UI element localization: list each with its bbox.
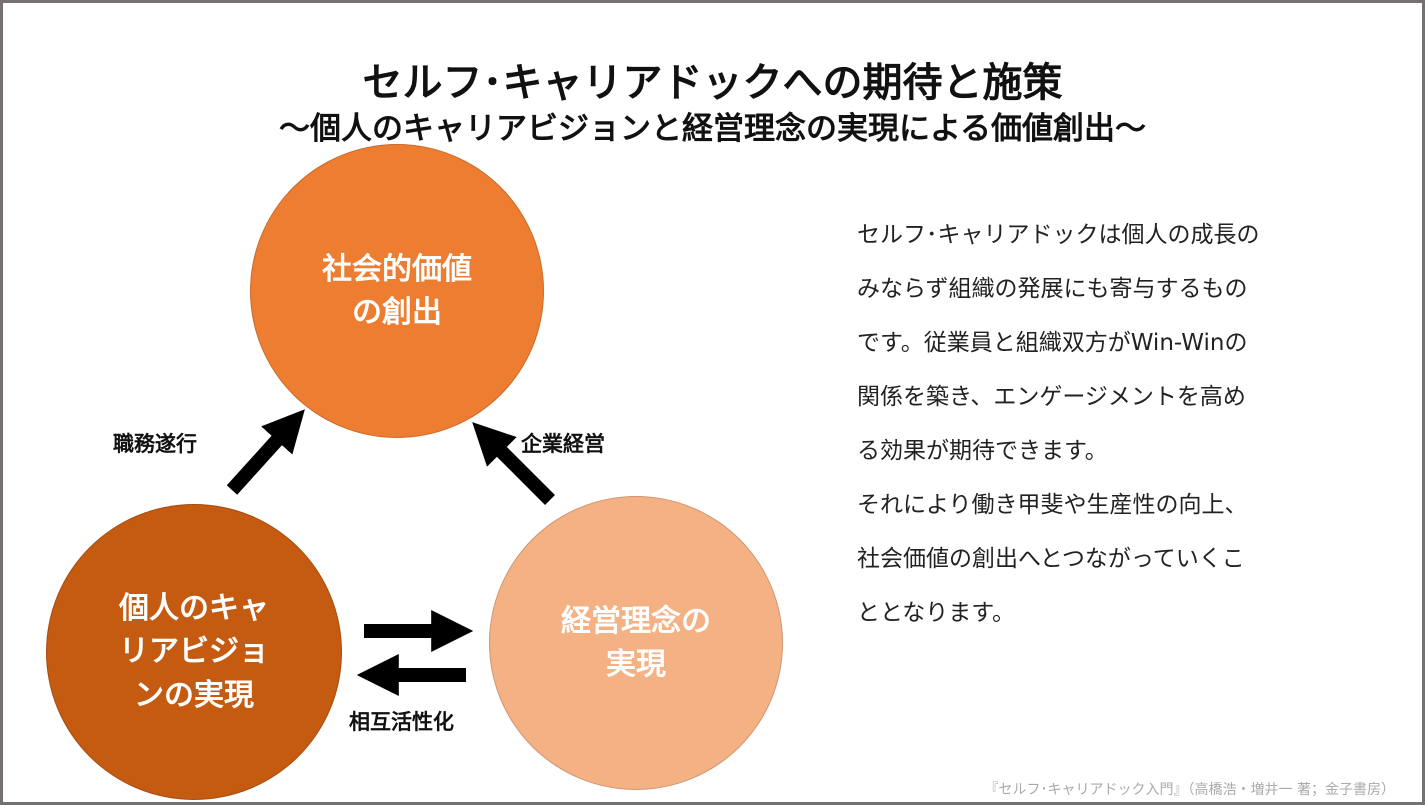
slide-subtitle: 〜個人のキャリアビジョンと経営理念の実現による価値創出〜 bbox=[278, 111, 1147, 147]
circle-career-vision: 個人のキャ リアビジョ ンの実現 bbox=[46, 504, 342, 800]
citation: 『セルフ･キャリアドック入門』（高橋浩・増井一 著；金子書房） bbox=[984, 782, 1395, 798]
circle-social-value: 社会的価値 の創出 bbox=[250, 144, 544, 438]
description-text: セルフ･キャリアドックは個人の成長の みならず組織の発展にも寄与するもの です。… bbox=[857, 222, 1260, 626]
slide-title: セルフ･キャリアドックへの期待と施策 bbox=[362, 60, 1063, 106]
label-corporate-management: 企業経営 bbox=[521, 432, 605, 456]
label-job-performance: 職務遂行 bbox=[113, 432, 197, 456]
arrow-up-left bbox=[472, 422, 555, 505]
arrow-up-right bbox=[226, 409, 305, 495]
label-mutual-activation: 相互活性化 bbox=[349, 710, 454, 734]
circle-management-philosophy: 経営理念の 実現 bbox=[489, 496, 783, 790]
